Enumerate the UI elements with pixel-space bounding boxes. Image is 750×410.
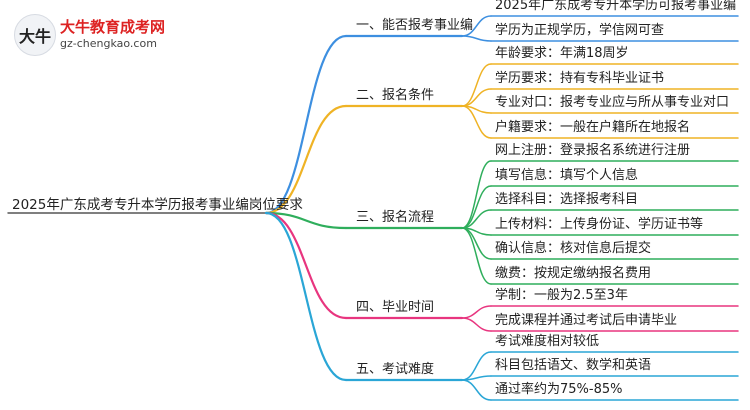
branch-connector — [264, 104, 348, 215]
leaf-connector — [461, 317, 492, 332]
leaf-label: 学制：一般为2.5至3年 — [495, 288, 628, 303]
leaf-label: 缴费：按规定缴纳报名费用 — [495, 266, 652, 281]
leaf-label: 填写信息：填写个人信息 — [495, 168, 639, 183]
leaf-label: 网上注册：登录报名系统进行注册 — [495, 143, 691, 158]
leaf-connector — [461, 375, 492, 381]
leaf-label: 选择科目：选择报考科目 — [495, 192, 639, 207]
leaf-label: 完成课程并通过考试后申请毕业 — [495, 313, 678, 328]
branch-connector — [264, 211, 348, 382]
leaf-label: 通过率约为75%-85% — [495, 382, 623, 397]
leaf-label: 2025年广东成考专升本学历可报考事业编 — [495, 0, 737, 13]
leaf-label: 科目包括语文、数学和英语 — [495, 358, 652, 373]
logo-mark-icon: 大牛 — [14, 14, 56, 56]
leaf-connector — [461, 305, 492, 319]
logo: 大牛 大牛教育成考网 gz-chengkao.com — [14, 14, 204, 60]
logo-url: gz-chengkao.com — [60, 37, 157, 50]
branch-connector — [264, 211, 348, 230]
root-node: 2025年广东成考专升本学历报考事业编岗位要求 — [12, 197, 303, 213]
branch-label: 四、毕业时间 — [356, 300, 435, 315]
leaf-connector — [461, 105, 492, 139]
leaf-label: 考试难度相对较低 — [495, 334, 600, 349]
branch-label: 五、考试难度 — [356, 362, 435, 377]
leaf-label: 专业对口：报考专业应与所从事专业对口 — [495, 95, 730, 110]
leaf-label: 户籍要求：一般在户籍所在地报名 — [495, 120, 691, 135]
leaf-connector — [461, 227, 492, 285]
branch-label: 三、报名流程 — [356, 210, 435, 225]
leaf-label: 确认信息：核对信息后提交 — [495, 241, 652, 256]
branch-label: 一、能否报考事业编 — [356, 18, 474, 33]
logo-title: 大牛教育成考网 — [60, 18, 166, 36]
branch-label: 二、报名条件 — [356, 88, 435, 103]
leaf-connector — [461, 63, 492, 107]
leaf-label: 学历为正规学历，学信网可查 — [495, 23, 665, 38]
leaf-connector — [461, 35, 492, 42]
leaf-label: 年龄要求：年满18周岁 — [495, 46, 629, 61]
leaf-connector — [461, 88, 492, 107]
leaf-label: 上传材料：上传身份证、学历证书等 — [495, 217, 704, 232]
branch-connector — [264, 34, 348, 215]
leaf-label: 学历要求：持有专科毕业证书 — [495, 71, 665, 86]
leaf-connector — [461, 379, 492, 401]
branch-connector — [264, 211, 348, 320]
